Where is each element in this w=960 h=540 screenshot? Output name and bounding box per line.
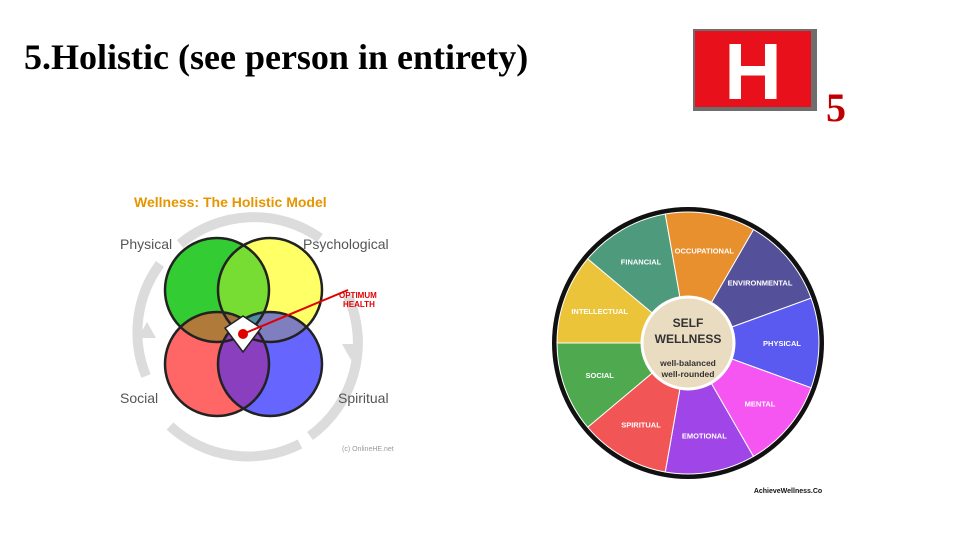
center-line-1: SELF [673,316,704,330]
wheel-label-physical: PHYSICAL [763,339,801,348]
label-social: Social [120,390,158,406]
center-line-2: WELLNESS [655,332,722,346]
cycle-arrow-top [176,212,323,248]
pointer-line [242,289,349,335]
label-psychological: Psychological [303,236,389,252]
venn-credit: (c) OnlineHE.net [342,446,394,453]
optimum-label-2: HEALTH [343,300,375,309]
center-sub-1: well-balanced [659,358,716,368]
wheel-segment-physical [686,297,820,389]
wheel-label-intellectual: INTELLECTUAL [571,307,628,316]
pointer-dot [238,329,248,339]
wheel-label-social: SOCIAL [585,371,614,380]
wheel-label-emotional: EMOTIONAL [682,432,727,441]
wheel-label-environmental: ENVIRONMENTAL [728,279,793,288]
logo-letter: H [724,29,782,111]
cycle-arrow-bottom [166,422,303,462]
cycle-arrow-left [132,261,165,378]
label-spiritual: Spiritual [338,390,389,406]
label-physical: Physical [120,236,172,252]
optimum-label-1: OPTIMUM [339,291,377,300]
slide-number: 5 [826,85,846,130]
slide-title: 5.Holistic (see person in entirety) [24,37,529,77]
center-sub-2: well-rounded [661,369,715,379]
wheel-label-spiritual: SPIRITUAL [621,420,661,429]
wellness-wheel: ENVIRONMENTAL PHYSICAL MENTAL EMOTIONAL SPIR… [552,207,824,495]
cycle-arrow-right [307,293,363,441]
wheel-label-occupational: OCCUPATIONAL [675,246,735,255]
venn-title: Wellness: The Holistic Model [134,194,327,210]
wheel-center [640,295,736,391]
h-logo: H [693,29,817,111]
holistic-venn-diagram: Wellness: The Holistic Model Physical Ps… [120,194,394,462]
wheel-credit: AchieveWellness.Co [754,488,822,495]
wheel-label-mental: MENTAL [745,399,776,408]
arrowhead-left [138,322,156,338]
arrowhead-right [342,344,360,360]
wheel-label-financial: FINANCIAL [621,258,662,267]
